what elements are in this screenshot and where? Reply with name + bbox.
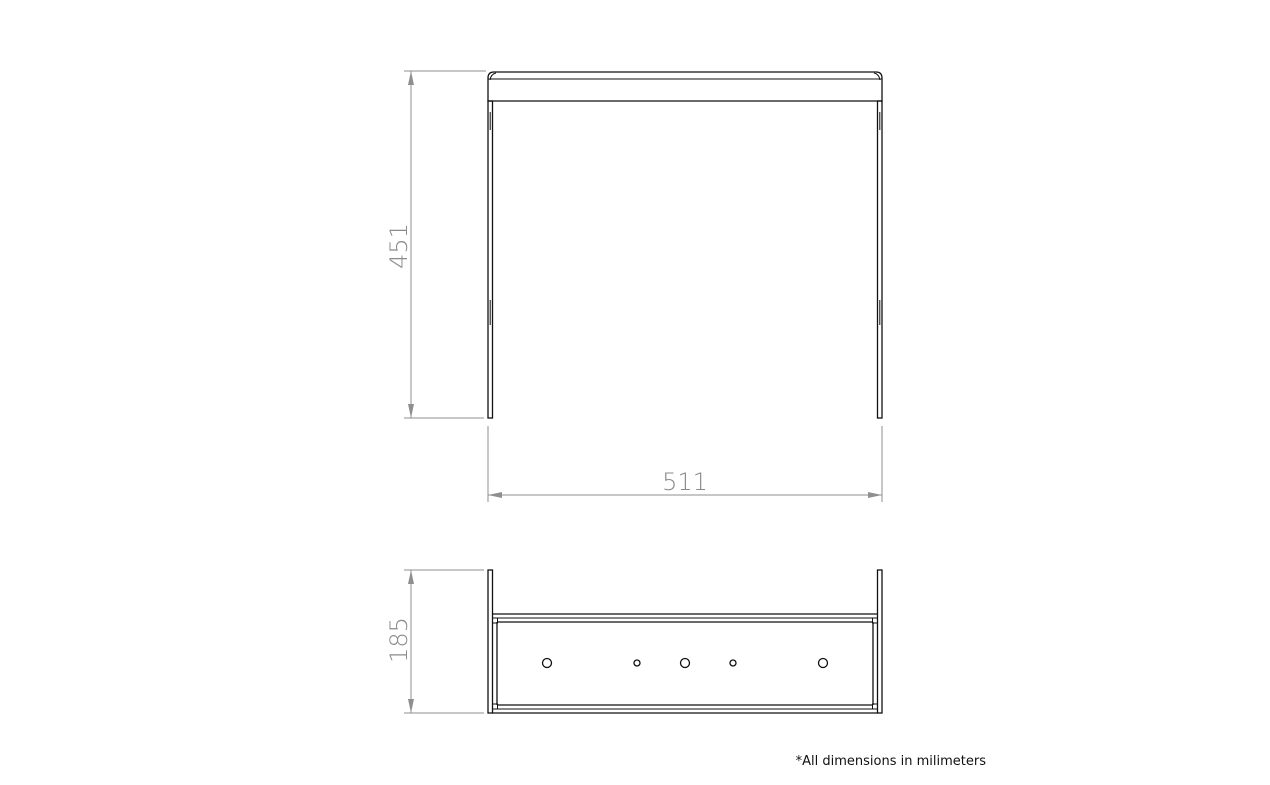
front-view-right-leg (876, 100, 883, 419)
units-note: *All dimensions in milimeters (796, 754, 987, 769)
depth-dimension-label: 185 (385, 617, 413, 663)
front-view-top-slab (487, 71, 883, 102)
arrow-down-icon (408, 404, 414, 418)
mounting-hole (541, 657, 553, 669)
arrow-right-icon (868, 492, 882, 498)
mounting-hole (729, 659, 737, 667)
arrow-up-icon (408, 71, 414, 85)
corner-block (872, 703, 878, 710)
corner-block (492, 703, 498, 710)
top-view (487, 569, 883, 714)
height-dimension: 451 (385, 70, 486, 419)
arrow-left-icon (488, 492, 502, 498)
width-dimension: 511 (487, 426, 883, 502)
front-view-left-leg (487, 100, 494, 419)
corner-block (492, 617, 498, 624)
top-view-right-leg (876, 569, 883, 714)
top-view-left-leg (487, 569, 494, 714)
arrow-up-icon (408, 570, 414, 584)
width-dimension-label: 511 (662, 468, 708, 496)
corner-block (872, 617, 878, 624)
mounting-hole (679, 657, 691, 669)
arrow-down-icon (408, 699, 414, 713)
front-view (487, 71, 883, 419)
depth-dimension: 185 (385, 569, 484, 714)
height-dimension-label: 451 (385, 223, 413, 269)
mounting-hole (633, 659, 641, 667)
mounting-hole (817, 657, 829, 669)
top-view-front-rail (492, 704, 878, 714)
top-view-back-rail (492, 613, 878, 623)
